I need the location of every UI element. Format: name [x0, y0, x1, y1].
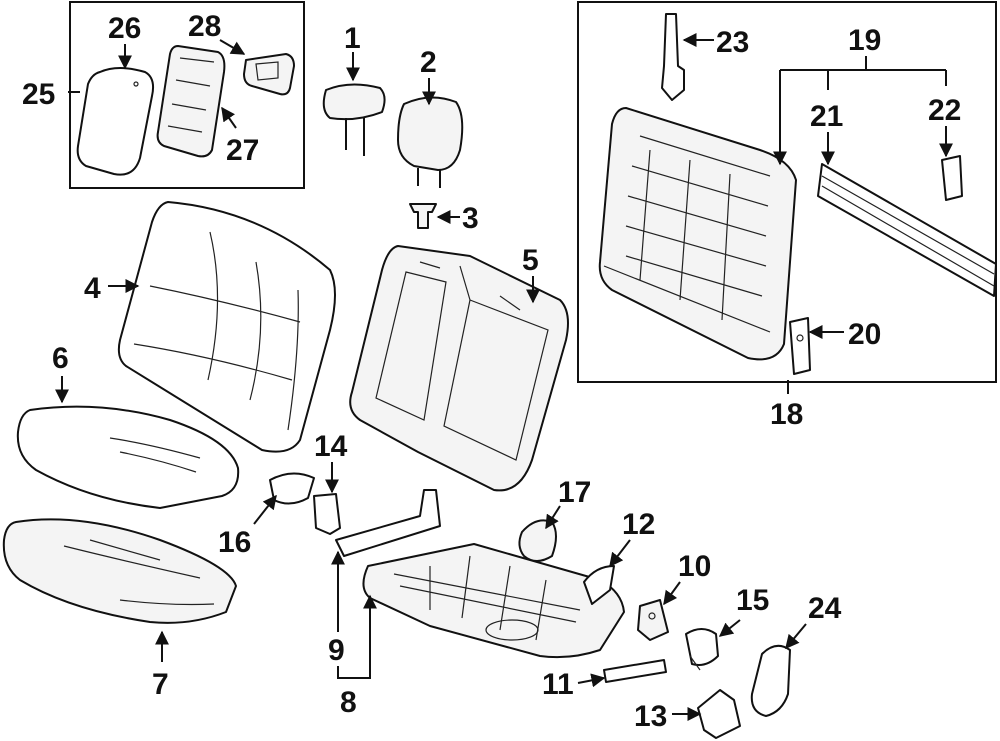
callout-24: 24 [808, 592, 842, 625]
part-21-rail[interactable] [817, 163, 997, 297]
callout-17: 17 [558, 476, 591, 509]
callout-4: 4 [84, 272, 101, 305]
part-14-bracket[interactable] [313, 493, 341, 535]
callout-23: 23 [716, 26, 749, 59]
part-10-hinge[interactable] [637, 599, 669, 641]
callout-6: 6 [52, 342, 69, 375]
callout-5: 5 [522, 244, 539, 277]
callout-22: 22 [928, 94, 961, 127]
part-13-latch[interactable] [697, 689, 741, 739]
part-18-seatback-frame[interactable] [598, 107, 797, 361]
callout-2: 2 [420, 46, 437, 79]
part-11-strip[interactable] [603, 659, 667, 683]
callout-20: 20 [848, 318, 881, 351]
callout-16: 16 [218, 526, 251, 559]
part-23-release-lever[interactable] [661, 13, 685, 101]
callout-21: 21 [810, 100, 843, 133]
callout-labels: 1 2 3 4 5 6 7 8 9 10 11 12 13 14 15 16 1… [22, 10, 961, 733]
callout-26: 26 [108, 12, 141, 45]
callout-12: 12 [622, 508, 655, 541]
part-15-bracket[interactable] [685, 628, 719, 671]
callout-8: 8 [340, 686, 357, 719]
part-17-cap[interactable] [518, 519, 557, 562]
callout-18: 18 [770, 398, 803, 431]
part-22-clip[interactable] [941, 155, 963, 201]
part-1-headrest[interactable] [322, 83, 386, 156]
callout-10: 10 [678, 550, 711, 583]
part-3-guide[interactable] [409, 203, 437, 229]
part-26-cover-pad[interactable] [76, 67, 155, 176]
callout-25: 25 [22, 78, 55, 111]
part-20-bracket[interactable] [789, 317, 811, 375]
part-16-clip[interactable] [269, 472, 315, 505]
callout-1: 1 [344, 22, 361, 55]
part-28-bracket[interactable] [243, 53, 295, 96]
callout-14: 14 [314, 430, 348, 463]
callout-19: 19 [848, 24, 881, 57]
callout-13: 13 [634, 700, 667, 733]
callout-27: 27 [226, 134, 259, 167]
part-12-hinge-cover[interactable] [583, 565, 615, 605]
part-5-seatback-pad[interactable] [349, 245, 569, 492]
part-7-cushion-pad[interactable] [2, 518, 237, 624]
part-8-cushion-frame[interactable] [362, 543, 625, 659]
part-4-seatback-cover[interactable] [117, 201, 336, 453]
callout-9: 9 [328, 634, 345, 667]
callout-28: 28 [188, 10, 221, 43]
inset-frame-left [69, 1, 305, 189]
callout-7: 7 [152, 668, 169, 701]
callout-15: 15 [736, 584, 769, 617]
callout-11: 11 [542, 668, 574, 701]
callout-3: 3 [462, 202, 479, 235]
part-2-headrest[interactable] [397, 96, 464, 188]
part-24-side-cover[interactable] [750, 644, 791, 717]
part-6-cushion-cover[interactable] [16, 405, 240, 509]
leader-lines [55, 33, 953, 721]
part-27-armrest[interactable] [156, 45, 226, 158]
part-9-reinforcement[interactable] [335, 489, 441, 557]
